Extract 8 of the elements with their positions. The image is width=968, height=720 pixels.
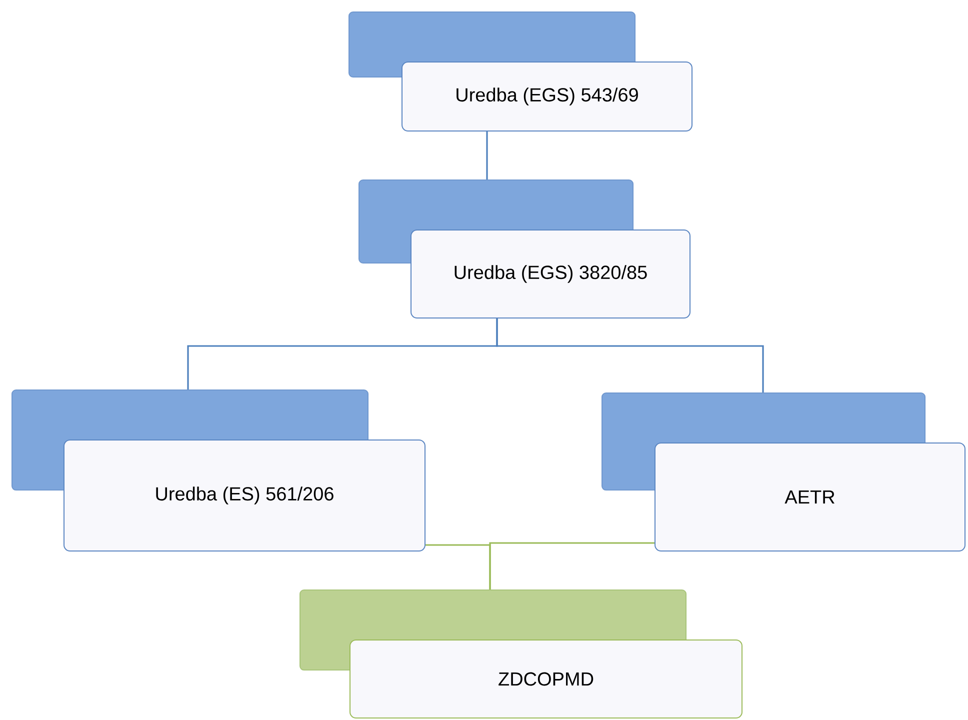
text-box: Uredba (ES) 561/206 [64, 440, 426, 552]
text-box: Uredba (EGS) 3820/85 [410, 230, 690, 318]
text-box: AETR [654, 442, 966, 552]
connector-line [486, 132, 488, 180]
text-box: ZDCOPMD [350, 640, 742, 718]
connector-line [496, 318, 764, 392]
connector-line [489, 542, 654, 590]
text-box: Uredba (EGS) 543/69 [402, 62, 692, 132]
